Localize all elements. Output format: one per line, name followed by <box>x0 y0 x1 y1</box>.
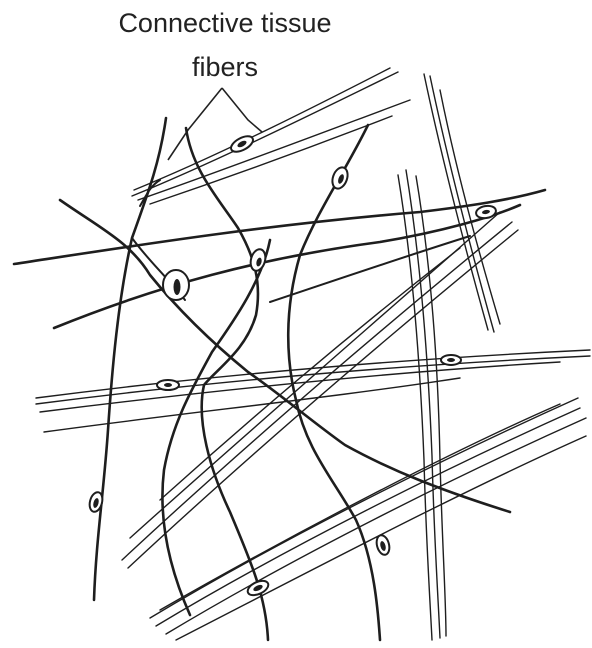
top-fiber-bundle <box>132 68 410 206</box>
wavy-fibers <box>60 118 510 640</box>
fibroblast-cell-top <box>229 133 256 155</box>
fibroblast-cell-large <box>163 270 189 300</box>
diagonal-fiber-bundle <box>122 212 518 568</box>
fibroblast-cell-mid-right <box>441 355 461 365</box>
lower-fiber-bundle <box>150 398 586 640</box>
fibroblast-cell-center <box>248 248 267 273</box>
fibroblast-cell-mid-left <box>157 380 179 390</box>
fibroblast-cell-bottom <box>245 578 270 598</box>
label-leader-lines <box>168 88 262 160</box>
fibroblast-cell-lower-right <box>375 534 392 556</box>
fibroblast-cell-upper-right <box>330 165 351 190</box>
